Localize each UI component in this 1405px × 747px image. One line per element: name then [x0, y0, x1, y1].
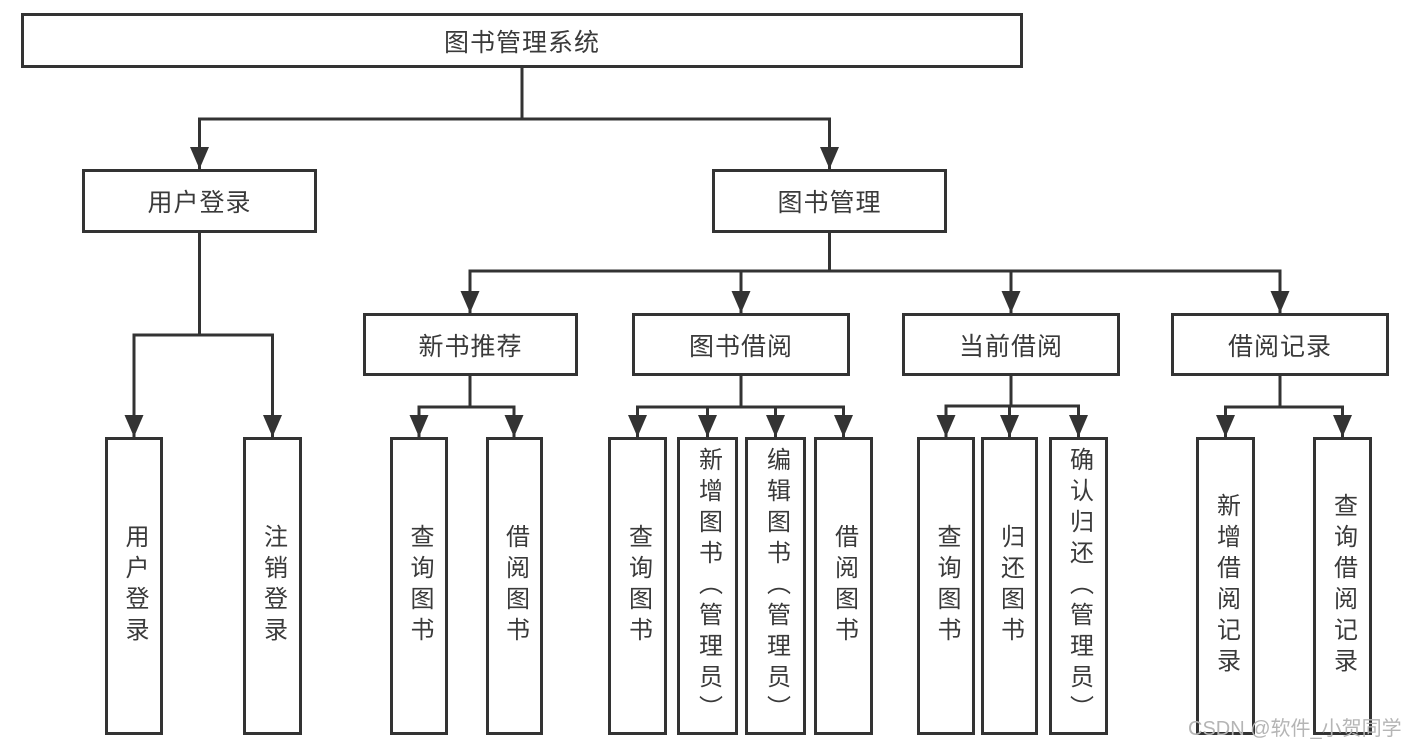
leaf-user-login: 用户登录 — [105, 437, 163, 735]
leaf-query-borrow-record: 查询借阅记录 — [1313, 437, 1372, 735]
leaf-borrow-query-books: 查询图书 — [608, 437, 667, 735]
leaf-confirm-return-admin: 确认归还（管理员） — [1049, 437, 1108, 735]
leaf-borrow-books: 借阅图书 — [814, 437, 873, 735]
node-book-borrow: 图书借阅 — [632, 313, 850, 376]
node-user-login: 用户登录 — [82, 169, 317, 233]
csdn-watermark: CSDN @软件_小贺同学 — [1188, 718, 1402, 740]
leaf-add-books-admin: 新增图书（管理员） — [677, 437, 738, 735]
leaf-recommend-query-books: 查询图书 — [390, 437, 448, 735]
node-new-book-recommend: 新书推荐 — [363, 313, 578, 376]
node-book-management: 图书管理 — [712, 169, 947, 233]
leaf-recommend-borrow-books: 借阅图书 — [486, 437, 543, 735]
node-borrow-records: 借阅记录 — [1171, 313, 1389, 376]
node-library-system: 图书管理系统 — [21, 13, 1023, 68]
leaf-return-books: 归还图书 — [981, 437, 1038, 735]
leaf-logout: 注销登录 — [243, 437, 302, 735]
leaf-edit-books-admin: 编辑图书（管理员） — [745, 437, 806, 735]
node-current-borrow: 当前借阅 — [902, 313, 1120, 376]
leaf-current-query-books: 查询图书 — [917, 437, 975, 735]
leaf-add-borrow-record: 新增借阅记录 — [1196, 437, 1255, 735]
